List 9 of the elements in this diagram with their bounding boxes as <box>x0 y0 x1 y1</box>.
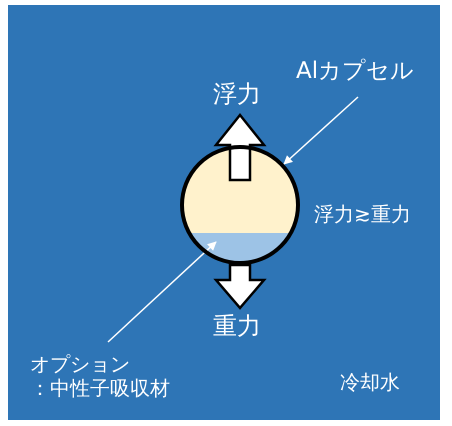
callout-label: Alカプセル <box>296 58 436 86</box>
capsule-circle <box>180 145 300 265</box>
label-text: 浮力≳重力 <box>314 202 411 226</box>
label-text: 重力 <box>213 312 261 341</box>
label-text: 浮力 <box>213 80 261 109</box>
callout-label: オプション：中性子吸収材 <box>30 352 205 400</box>
label-text: 冷却水 <box>340 370 400 394</box>
leader-line <box>283 96 358 165</box>
leader-line <box>107 241 217 343</box>
